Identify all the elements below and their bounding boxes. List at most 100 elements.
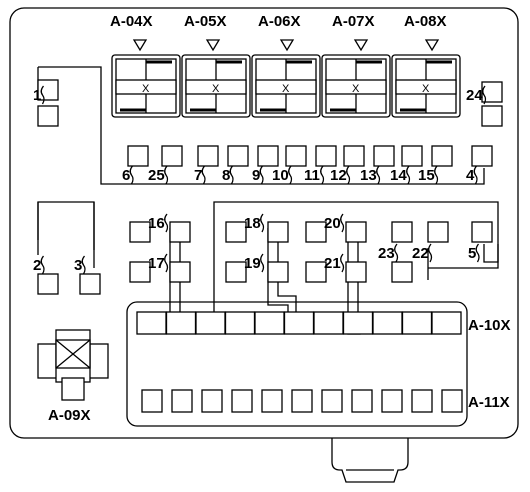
fuse-slot-f21 xyxy=(305,261,327,283)
fuse-slot-pair-4 xyxy=(345,221,367,243)
fuse-label-15: 15 xyxy=(418,167,435,184)
fuse-label-7: 7 xyxy=(194,167,202,184)
relay-a-04x: X xyxy=(111,54,181,118)
fuse-slot-f6 xyxy=(127,145,149,167)
fuse-label-25: 25 xyxy=(148,167,165,184)
fuse-slot-f4 xyxy=(471,145,493,167)
a11x-pin xyxy=(411,389,433,413)
fuse-label-21: 21 xyxy=(324,255,341,272)
relay-cross-mark: X xyxy=(282,83,290,95)
fuse-slot-pair-0 xyxy=(169,221,191,243)
fuse-slot-f23b xyxy=(391,261,413,283)
a10x-pin xyxy=(165,311,197,335)
fuse-label-8: 8 xyxy=(222,167,230,184)
label-a10x: A-10X xyxy=(468,317,511,334)
fuse-label-lead-15 xyxy=(434,165,439,185)
fuse-label-23: 23 xyxy=(378,245,395,262)
connector-a09x: A-09X xyxy=(37,329,109,424)
fuse-label-lead-21 xyxy=(340,253,345,273)
relay-a-06x: X xyxy=(251,54,321,118)
fuse-slot-f19 xyxy=(225,261,247,283)
fuse-label-lead-14 xyxy=(406,165,411,185)
fuse-label-24: 24 xyxy=(466,87,483,104)
a10x-pin xyxy=(283,311,315,335)
fuse-label-lead-9 xyxy=(259,165,264,185)
a10x-pin xyxy=(372,311,403,335)
a11x-pin xyxy=(141,389,163,413)
a11x-pin-row xyxy=(141,389,463,413)
relay-cross-mark: X xyxy=(422,83,430,95)
fuse-label-lead-8 xyxy=(229,165,234,185)
fuse-label-19: 19 xyxy=(244,255,261,272)
fuse-label-lead-5 xyxy=(475,243,480,263)
top-connector-labels: A-04X A-05X A-06X A-07X A-08X xyxy=(110,13,447,30)
a11x-pin xyxy=(291,389,313,413)
fuse-slot-f9 xyxy=(257,145,279,167)
triangle-a08x xyxy=(424,39,440,52)
fuse-label-lead-22 xyxy=(428,243,433,263)
fuse-slot-f24 xyxy=(481,105,503,127)
fuse-slot-pair-2 xyxy=(267,221,289,243)
fuse-label-lead-12 xyxy=(346,165,351,185)
fuse-label-16: 16 xyxy=(148,215,165,232)
fuse-label-lead-3 xyxy=(81,255,86,275)
fuse-slot-f10 xyxy=(285,145,307,167)
a10x-pin xyxy=(136,311,167,335)
fuse-label-10: 10 xyxy=(272,167,289,184)
fuse-label-lead-18 xyxy=(260,213,265,233)
a11x-pin xyxy=(171,389,193,413)
triangle-a04x xyxy=(132,39,148,52)
relay-cross-mark: X xyxy=(212,83,220,95)
label-a07x: A-07X xyxy=(332,13,375,30)
fuse-label-lead-25 xyxy=(164,165,169,185)
a11x-pin xyxy=(441,389,463,413)
triangle-a06x xyxy=(279,39,295,52)
a10x-pin xyxy=(342,311,374,335)
label-a06x: A-06X xyxy=(258,13,301,30)
a10x-pin xyxy=(401,311,433,335)
fuse-slot-f15 xyxy=(431,145,453,167)
a11x-pin xyxy=(231,389,253,413)
fuse-label-lead-11 xyxy=(320,165,325,185)
fuse-label-lead-20 xyxy=(340,213,345,233)
fuse-slot-f5 xyxy=(471,221,493,243)
fuse-slot-f1 xyxy=(37,105,59,127)
fuse-label-lead-17 xyxy=(164,253,169,273)
fuse-slot-f17 xyxy=(129,261,151,283)
label-a09x: A-09X xyxy=(48,407,91,424)
fuse-label-3: 3 xyxy=(74,257,82,274)
relay-cross-mark: X xyxy=(142,83,150,95)
fuse-slot-f23 xyxy=(391,221,413,243)
fuse-label-lead-6 xyxy=(129,165,134,185)
label-a11x: A-11X xyxy=(468,394,510,411)
fuse-slot-f24b xyxy=(481,81,503,103)
fuse-slot-f12 xyxy=(343,145,365,167)
relay-a-05x: X xyxy=(181,54,251,118)
fuse-label-lead-16 xyxy=(164,213,169,233)
a10x-pin xyxy=(224,311,256,335)
label-a04x: A-04X xyxy=(110,13,153,30)
a10x-pin xyxy=(431,311,462,335)
relay-a-08x: X xyxy=(391,54,461,118)
fuse-label-22: 22 xyxy=(412,245,429,262)
a10x-pin xyxy=(313,311,344,335)
fuse-slot-f2 xyxy=(37,273,59,295)
fuse-label-17: 17 xyxy=(148,255,165,272)
fuse-slot-f7 xyxy=(197,145,219,167)
fuse-slot-f14 xyxy=(401,145,423,167)
fuse-label-5: 5 xyxy=(468,245,476,262)
fuse-slot-f13 xyxy=(373,145,395,167)
fuse-slot-pair-1 xyxy=(169,261,191,283)
fuse-slot-f3 xyxy=(79,273,101,295)
a11x-pin xyxy=(201,389,223,413)
fuse-label-lead-7 xyxy=(201,165,206,185)
fuse-label-14: 14 xyxy=(390,167,407,184)
fuse-label-lead-4 xyxy=(473,165,478,185)
fuse-slot-f20 xyxy=(305,221,327,243)
fuse-label-11: 11 xyxy=(304,167,320,184)
fuse-slot-f18 xyxy=(225,221,247,243)
fuse-label-lead-10 xyxy=(288,165,293,185)
